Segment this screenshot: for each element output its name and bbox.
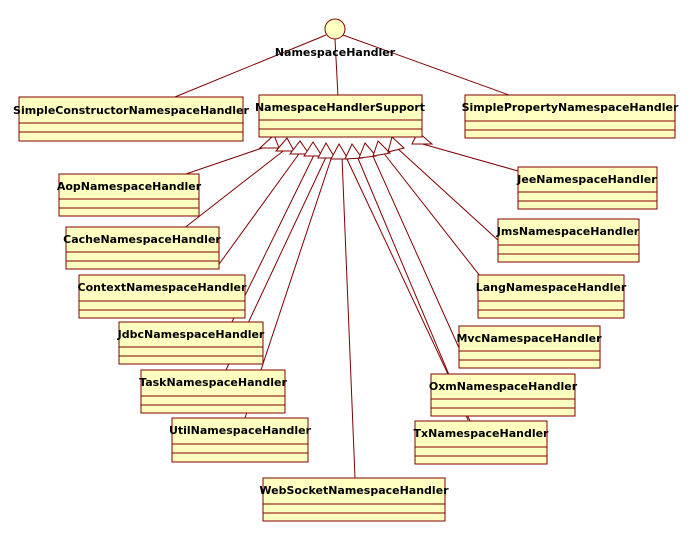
realization-line-simple-property [342, 34, 521, 100]
class-box-jdbc: JdbcNamespaceHandler [117, 321, 265, 365]
class-name: NamespaceHandlerSupport [255, 101, 425, 114]
inherit-arrowhead-2 [274, 137, 295, 152]
inherit-arrowhead-6 [330, 142, 349, 160]
class-name: JeeNamespaceHandler [516, 173, 657, 186]
class-name: TxNamespaceHandler [414, 427, 550, 440]
inherit-line-aop [179, 144, 272, 177]
class-box-task: TaskNamespaceHandler [139, 369, 287, 414]
inherit-line-jdbc [231, 152, 316, 323]
inherit-line-jee [418, 142, 519, 172]
class-box-util: UtilNamespaceHandler [169, 417, 312, 463]
inherit-arrowhead-10 [387, 136, 406, 153]
class-box-mvc: MvcNamespaceHandler [456, 325, 602, 369]
inherit-line-websocket [341, 156, 356, 479]
inherit-arrowhead-3 [288, 140, 310, 155]
class-box-websocket: WebSocketNamespaceHandler [259, 477, 449, 522]
inherit-arrowhead-4 [303, 141, 323, 157]
inherit-arrowhead-1 [258, 134, 280, 149]
class-name: UtilNamespaceHandler [169, 424, 312, 437]
class-name: AopNamespaceHandler [57, 180, 202, 193]
realization-lines [169, 34, 521, 100]
class-name: CacheNamespaceHandler [63, 233, 221, 246]
inherit-line-cache [182, 147, 288, 230]
class-box-support: NamespaceHandlerSupport [255, 94, 425, 138]
class-box-jee: JeeNamespaceHandler [516, 166, 658, 210]
realization-line-support [334, 38, 339, 98]
class-box-aop: AopNamespaceHandler [57, 173, 202, 217]
class-name: TaskNamespaceHandler [139, 376, 287, 389]
class-box-oxm: OxmNamespaceHandler [429, 373, 578, 417]
interface-lollipop-icon [324, 18, 346, 40]
inherit-line-context [216, 150, 302, 268]
class-box-tx: TxNamespaceHandler [414, 420, 550, 465]
class-name: JdbcNamespaceHandler [117, 328, 265, 341]
realization-line-simple-constructor [169, 34, 327, 100]
class-name: SimplePropertyNamespaceHandler [462, 101, 679, 114]
class-box-context: ContextNamespaceHandler [78, 274, 247, 319]
class-box-simple-constructor: SimpleConstructorNamespaceHandler [13, 96, 250, 142]
interface-name: NamespaceHandler [275, 46, 396, 59]
class-name: LangNamespaceHandler [476, 281, 627, 294]
inherit-arrowhead-7 [344, 143, 363, 160]
class-name: JmsNamespaceHandler [496, 225, 640, 238]
class-name: OxmNamespaceHandler [429, 380, 578, 393]
class-name: MvcNamespaceHandler [456, 332, 602, 345]
class-box-jms: JmsNamespaceHandler [496, 218, 640, 263]
class-name: SimpleConstructorNamespaceHandler [13, 104, 249, 117]
namespace-handler-interface: NamespaceHandler [275, 18, 396, 59]
inherit-arrowhead-5 [317, 141, 336, 159]
inherit-arrowhead-8 [358, 142, 377, 159]
inherit-arrowhead-9 [372, 140, 392, 157]
inherit-line-mvc [371, 153, 469, 369]
class-box-simple-property: SimplePropertyNamespaceHandler [462, 94, 679, 139]
class-box-cache: CacheNamespaceHandler [63, 226, 221, 270]
inheritance-arrowheads [258, 131, 434, 160]
class-box-lang: LangNamespaceHandler [476, 274, 627, 319]
class-name: WebSocketNamespaceHandler [259, 484, 449, 497]
class-name: ContextNamespaceHandler [78, 281, 247, 294]
